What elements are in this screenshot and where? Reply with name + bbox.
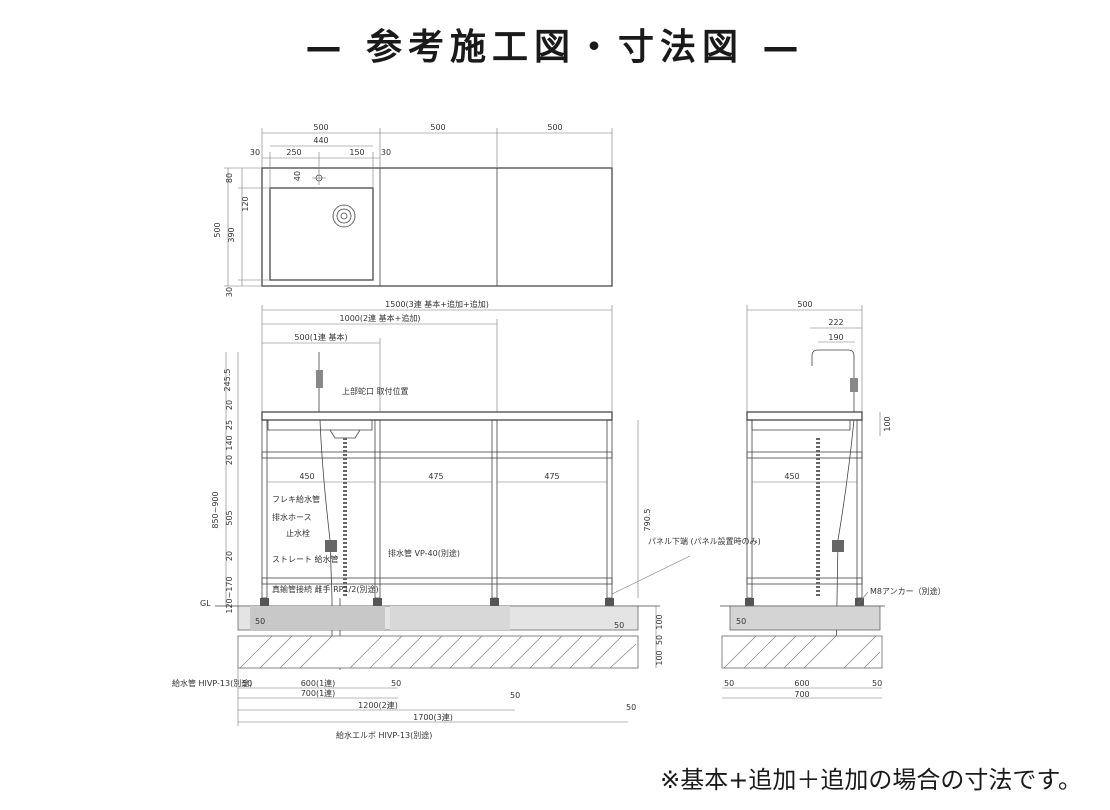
plan-dim-390: 390 xyxy=(227,227,236,242)
front-slab-100-b: 100 xyxy=(655,650,664,665)
front-dim-140: 140 xyxy=(225,435,234,450)
front-leg-4 xyxy=(606,419,613,599)
front-shelf-475-a: 475 xyxy=(428,472,443,481)
front-dim-245: 245.5 xyxy=(223,369,232,392)
front-foundation xyxy=(237,635,639,669)
front-flex-pipe xyxy=(319,419,333,599)
side-base-700: 700 xyxy=(794,690,809,699)
label-drain-pipe: 排水管 VP-40(別途) xyxy=(388,548,460,558)
plan-dim-150: 150 xyxy=(349,148,364,157)
front-dim-20-b: 20 xyxy=(225,455,234,465)
front-dim-120-170: 120~170 xyxy=(225,576,234,613)
plan-dim-30-left: 30 xyxy=(250,148,260,157)
front-shelf-475-b: 475 xyxy=(544,472,559,481)
plan-dim-500-c: 500 xyxy=(547,123,562,132)
front-base-50-c: 50 xyxy=(510,691,520,700)
side-leg-1 xyxy=(746,419,753,599)
plan-dim-30-bottom: 30 xyxy=(225,287,234,297)
side-faucet xyxy=(811,349,855,412)
front-foundation-hatch xyxy=(239,635,637,669)
front-view: 1500(3連 基本+追加+追加) 1000(2連 基本+追加) 500(1連 … xyxy=(172,299,761,740)
front-leg-3 xyxy=(491,419,498,599)
plan-view: 500 500 500 440 30 250 150 30 40 80 500 … xyxy=(213,123,613,297)
front-leg-1 xyxy=(261,419,268,599)
front-base-600: 600(1連) xyxy=(301,678,336,688)
front-stop-valve xyxy=(325,540,337,552)
plan-dim-500-left: 500 xyxy=(213,222,222,237)
side-base-50-b: 50 xyxy=(872,679,882,688)
side-dim-100: 100 xyxy=(883,416,892,431)
plan-counter-outline xyxy=(261,167,613,287)
front-dim-1000: 1000(2連 基本+追加) xyxy=(340,313,421,323)
front-dim-500: 500(1連 基本) xyxy=(294,332,347,342)
front-dim-505: 505 xyxy=(225,510,234,525)
front-sink-basin xyxy=(267,420,373,431)
front-slab-100-a: 100 xyxy=(655,614,664,629)
plan-dim-120: 120 xyxy=(241,196,250,211)
front-base-700: 700(1連) xyxy=(301,688,336,698)
front-base-50-b: 50 xyxy=(391,679,401,688)
label-supply-pipe: 給水管 HIVP-13(別途) xyxy=(172,678,252,688)
label-anchor: M8アンカー（別途） xyxy=(870,586,946,596)
plan-dim-500-b: 500 xyxy=(430,123,445,132)
label-brass-joint: 真鍮管接続 雌手 RP1/2(別途) xyxy=(272,584,379,594)
front-base-50-d: 50 xyxy=(626,703,636,712)
front-dim-20-c: 20 xyxy=(225,551,234,561)
side-leg-2 xyxy=(856,419,863,599)
front-dim-790: 790.5 xyxy=(643,509,652,532)
side-dim-190: 190 xyxy=(828,333,843,342)
front-slab-50-mid: 50 xyxy=(655,635,664,645)
ground-label: GL xyxy=(200,599,211,608)
side-view: 500 222 190 450 100 M8アンカー（別途） 50 50 xyxy=(720,300,946,699)
label-straight-pipe: ストレート 給水管 xyxy=(272,554,339,564)
front-slab-50-b: 50 xyxy=(614,621,624,630)
side-base-600: 600 xyxy=(794,679,809,688)
side-slab-50: 50 xyxy=(736,617,746,626)
side-foundation xyxy=(721,635,883,669)
side-base-50-a: 50 xyxy=(724,679,734,688)
front-slab-50-a: 50 xyxy=(255,617,265,626)
front-dim-850-900: 850~900 xyxy=(211,491,220,528)
plan-dim-250: 250 xyxy=(286,148,301,157)
footnote: ※基本+追加＋追加の場合の寸法です。 xyxy=(660,766,1082,794)
label-flex-pipe: フレキ給水管 xyxy=(272,494,320,504)
side-shelf-450: 450 xyxy=(784,472,799,481)
front-leg-2 xyxy=(374,419,381,599)
front-dim-25: 25 xyxy=(225,420,234,430)
plan-sink-bowl xyxy=(269,187,374,281)
side-dim-500: 500 xyxy=(797,300,812,309)
front-dim-20-a: 20 xyxy=(225,400,234,410)
label-drain-hose: 排水ホース xyxy=(272,512,312,522)
label-top-faucet: 上部蛇口 取付位置 xyxy=(342,386,409,396)
front-shelf-450: 450 xyxy=(299,472,314,481)
front-upper-rail xyxy=(261,451,613,459)
plan-dim-500-a: 500 xyxy=(313,123,328,132)
front-base-50-a: 50 xyxy=(242,679,252,688)
front-countertop xyxy=(261,411,613,421)
plan-drain xyxy=(332,204,356,228)
front-dim-1500: 1500(3連 基本+追加+追加) xyxy=(385,299,489,309)
side-dim-222: 222 xyxy=(828,318,843,327)
label-supply-elbow: 給水エルボ HIVP-13(別途) xyxy=(336,730,432,740)
plan-dim-440: 440 xyxy=(313,136,328,145)
front-base-1700: 1700(3連) xyxy=(413,712,453,722)
plan-dim-80: 80 xyxy=(225,173,234,183)
label-panel-bottom: パネル下端 (パネル設置時のみ) xyxy=(648,536,761,546)
side-base-slab xyxy=(729,605,881,631)
front-lower-rail xyxy=(261,577,613,585)
plan-dim-30-right: 30 xyxy=(381,148,391,157)
front-base-1200: 1200(2連) xyxy=(358,700,398,710)
page-title: — 参考施工図・寸法図 — xyxy=(305,27,805,68)
label-stop-valve: 止水栓 xyxy=(286,528,310,538)
plan-dim-40: 40 xyxy=(293,171,302,181)
side-countertop xyxy=(746,411,863,421)
